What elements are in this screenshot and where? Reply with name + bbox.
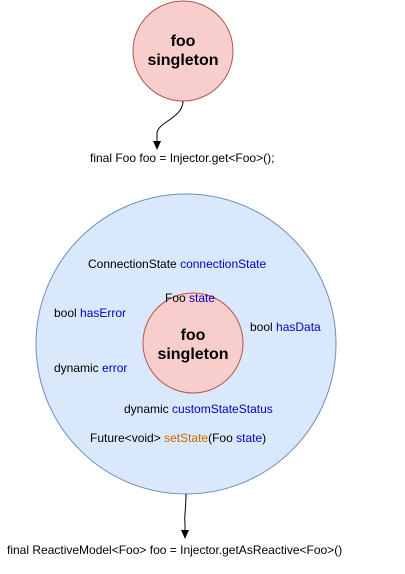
inner-node-line1: foo <box>180 327 206 344</box>
connection-state-type: ConnectionState <box>88 257 177 271</box>
top-code-text: final Foo foo = Injector.get<Foo>(); <box>90 151 275 165</box>
arrowhead-bottom <box>181 530 189 539</box>
has-error-name: hasError <box>80 306 127 320</box>
has-error-member: bool hasError <box>54 306 126 320</box>
set-state-open-paren: (Foo <box>208 431 237 445</box>
connection-state-member: ConnectionState connectionState <box>88 257 266 271</box>
has-error-type: bool <box>54 306 77 320</box>
bottom-code-text: final ReactiveModel<Foo> foo = Injector.… <box>7 543 343 557</box>
foo-singleton-node-inner <box>142 292 244 394</box>
state-type: Foo <box>165 291 186 305</box>
set-state-close-paren: ) <box>262 431 267 445</box>
has-data-name: hasData <box>276 320 321 334</box>
connection-state-name: connectionState <box>180 257 267 271</box>
set-state-name: setState <box>164 431 209 445</box>
inner-node-line2: singleton <box>157 346 229 363</box>
error-name: error <box>102 361 128 375</box>
set-state-param: state <box>236 431 263 445</box>
arrowhead-top <box>153 141 161 150</box>
state-name: state <box>189 291 216 305</box>
arrow-top <box>156 100 184 144</box>
custom-state-status-type: dynamic <box>124 402 169 416</box>
custom-state-status-member: dynamic customStateStatus <box>124 402 273 416</box>
top-node-line1: foo <box>170 33 196 50</box>
top-node-line2: singleton <box>147 52 219 69</box>
top-node-label: foo singleton <box>133 32 233 70</box>
set-state-return-type: Future<void> <box>90 431 161 445</box>
error-member: dynamic error <box>54 361 127 375</box>
inner-node-label: foo singleton <box>143 326 243 364</box>
custom-state-status-name: customStateStatus <box>172 402 273 416</box>
arrow-bottom <box>184 493 187 533</box>
state-member: Foo state <box>165 291 215 305</box>
has-data-type: bool <box>250 320 273 334</box>
set-state-member: Future<void> setState(Foo state) <box>90 431 266 445</box>
error-type: dynamic <box>54 361 99 375</box>
has-data-member: bool hasData <box>250 320 321 334</box>
